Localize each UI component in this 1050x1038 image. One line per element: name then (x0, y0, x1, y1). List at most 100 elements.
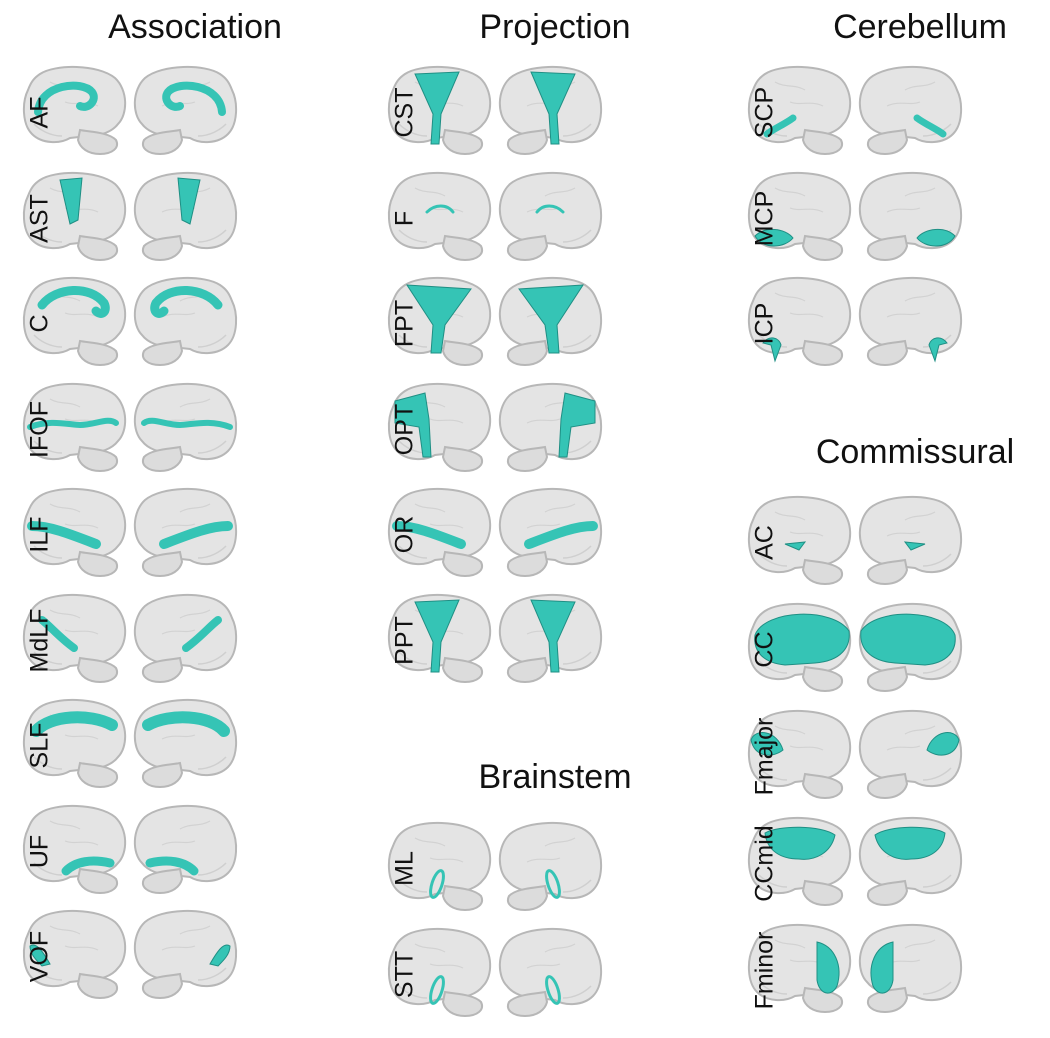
tract-label: ILF (25, 516, 54, 553)
brain-right-lateral-icon (133, 804, 238, 894)
brain-left-lateral-icon (22, 488, 127, 578)
brain-right-lateral-icon (858, 277, 963, 367)
tract-label: SLF (25, 722, 54, 769)
tract-label: ICP (750, 302, 779, 345)
tract-label: SCP (750, 86, 779, 139)
tract-label: OPT (390, 403, 419, 455)
association-title: Association (108, 8, 282, 46)
brain-right-lateral-icon (858, 924, 963, 1014)
tract-label: F (390, 210, 419, 226)
brain-left-lateral-icon (387, 66, 492, 156)
brain-left-lateral-icon (22, 66, 127, 156)
tract-label: IFOF (25, 400, 54, 458)
tract-row-opt: OPT (385, 379, 675, 479)
tract-label: VOF (25, 930, 54, 983)
brain-left-lateral-icon (747, 924, 852, 1014)
brain-left-lateral-icon (22, 382, 127, 472)
tract-row-mdlf: MdLF (20, 590, 310, 690)
tract-row-vof: VOF (20, 906, 310, 1006)
tract-label: Fminor (750, 931, 779, 1010)
brain-right-lateral-icon (133, 382, 238, 472)
tract-label: Fmajor (750, 717, 779, 796)
tract-label: C (25, 314, 54, 333)
brain-left-lateral-icon (387, 277, 492, 367)
tract-row-ccmid: CCmid (745, 813, 1035, 913)
tract-row-cc: CC (745, 599, 1035, 699)
brain-left-lateral-icon (387, 488, 492, 578)
tract-row-c: C (20, 273, 310, 373)
brain-left-lateral-icon (22, 171, 127, 261)
tract-row-ast: AST (20, 168, 310, 268)
brain-right-lateral-icon (498, 488, 603, 578)
cerebellum-title: Cerebellum (833, 8, 1007, 46)
tract-row-ilf: ILF (20, 484, 310, 584)
brain-right-lateral-icon (858, 603, 963, 693)
brain-right-lateral-icon (858, 66, 963, 156)
brain-left-lateral-icon (22, 277, 127, 367)
brain-left-lateral-icon (387, 927, 492, 1017)
projection-title: Projection (479, 8, 631, 46)
tract-row-fmajor: Fmajor (745, 706, 1035, 806)
brain-left-lateral-icon (387, 171, 492, 261)
brain-left-lateral-icon (747, 496, 852, 586)
brain-left-lateral-icon (387, 593, 492, 683)
tract-row-icp: ICP (745, 273, 1035, 373)
tract-label: UF (25, 834, 54, 868)
tract-row-ac: AC (745, 492, 1035, 592)
tract-row-f: F (385, 168, 675, 268)
tract-row-mcp: MCP (745, 168, 1035, 268)
tract-label: ML (390, 851, 419, 886)
brain-left-lateral-icon (747, 171, 852, 261)
brain-right-lateral-icon (133, 171, 238, 261)
brain-right-lateral-icon (133, 910, 238, 1000)
tract-row-ifof: IFOF (20, 379, 310, 479)
brain-left-lateral-icon (747, 603, 852, 693)
tract-label: CC (750, 631, 779, 668)
brain-left-lateral-icon (387, 822, 492, 912)
tract-row-af: AF (20, 62, 310, 162)
tract-label: MCP (750, 190, 779, 246)
tract-row-uf: UF (20, 801, 310, 901)
brain-right-lateral-icon (498, 66, 603, 156)
brain-right-lateral-icon (498, 382, 603, 472)
brain-left-lateral-icon (22, 699, 127, 789)
tract-row-cst: CST (385, 62, 675, 162)
tract-row-ppt: PPT (385, 590, 675, 690)
tract-label: OR (390, 515, 419, 554)
tract-label: AST (25, 193, 54, 243)
brain-left-lateral-icon (747, 66, 852, 156)
brain-right-lateral-icon (498, 277, 603, 367)
brain-left-lateral-icon (747, 817, 852, 907)
brain-right-lateral-icon (858, 171, 963, 261)
brain-left-lateral-icon (387, 382, 492, 472)
brainstem-title: Brainstem (478, 758, 632, 796)
tract-row-fpt: FPT (385, 273, 675, 373)
brain-left-lateral-icon (22, 910, 127, 1000)
brain-right-lateral-icon (133, 488, 238, 578)
brain-right-lateral-icon (498, 927, 603, 1017)
brain-right-lateral-icon (498, 171, 603, 261)
tract-label: AF (25, 96, 54, 129)
tract-label: PPT (390, 615, 419, 665)
tract-row-fminor: Fminor (745, 920, 1035, 1020)
tract-row-scp: SCP (745, 62, 1035, 162)
tract-row-stt: STT (385, 924, 675, 1024)
brain-right-lateral-icon (498, 822, 603, 912)
brain-right-lateral-icon (133, 66, 238, 156)
tract-label: CCmid (750, 825, 779, 902)
tract-row-or: OR (385, 484, 675, 584)
brain-left-lateral-icon (747, 277, 852, 367)
tract-label: CST (390, 87, 419, 138)
brain-right-lateral-icon (133, 699, 238, 789)
brain-left-lateral-icon (22, 593, 127, 683)
tract-label: AC (750, 525, 779, 560)
brain-right-lateral-icon (133, 593, 238, 683)
tract-label: MdLF (25, 608, 54, 672)
tract-label: STT (390, 950, 419, 998)
brain-left-lateral-icon (22, 804, 127, 894)
brain-right-lateral-icon (858, 496, 963, 586)
brain-right-lateral-icon (858, 710, 963, 800)
brain-right-lateral-icon (858, 817, 963, 907)
brain-left-lateral-icon (747, 710, 852, 800)
brain-right-lateral-icon (498, 593, 603, 683)
